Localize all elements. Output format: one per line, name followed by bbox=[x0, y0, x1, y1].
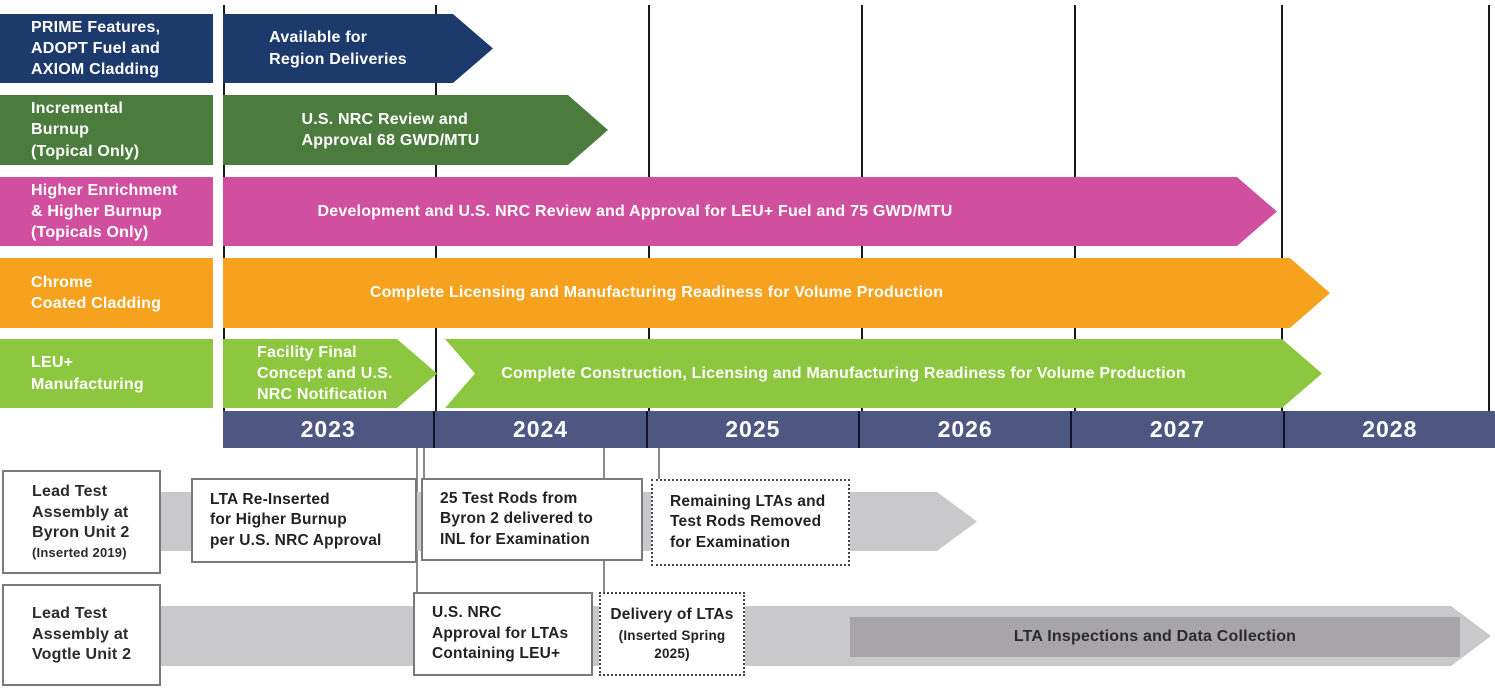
milestone-delivery-of-ltas: Delivery of LTAs (Inserted Spring 2025) bbox=[599, 592, 745, 676]
track-label-byron: Lead Test Assembly at Byron Unit 2 (Inse… bbox=[2, 470, 161, 574]
row-label-incremental-burnup: Incremental Burnup (Topical Only) bbox=[0, 95, 213, 165]
connector-line bbox=[423, 448, 425, 479]
bar-complete-construction-volume-production: Complete Construction, Licensing and Man… bbox=[445, 339, 1322, 408]
row-label-leu-manufacturing: LEU+ Manufacturing bbox=[0, 339, 213, 408]
bar-facility-final-concept: Facility Final Concept and U.S. NRC Noti… bbox=[223, 339, 437, 408]
bar-nrc-review-68gwd: U.S. NRC Review and Approval 68 GWD/MTU bbox=[223, 95, 608, 165]
milestone-25-test-rods: 25 Test Rods from Byron 2 delivered to I… bbox=[421, 478, 643, 561]
row-label-chrome-coated-cladding: Chrome Coated Cladding bbox=[0, 258, 213, 328]
track-label-byron-sub: (Inserted 2019) bbox=[32, 545, 127, 561]
row-label-higher-enrichment-burnup: Higher Enrichment & Higher Burnup (Topic… bbox=[0, 177, 213, 246]
gridline bbox=[1281, 5, 1283, 448]
gridline bbox=[1488, 5, 1490, 448]
bar-development-leu-75gwd: Development and U.S. NRC Review and Appr… bbox=[223, 177, 1277, 246]
year-2024: 2024 bbox=[433, 411, 645, 448]
year-axis: 2023 2024 2025 2026 2027 2028 bbox=[223, 411, 1495, 448]
bar-complete-licensing-volume-production: Complete Licensing and Manufacturing Rea… bbox=[223, 258, 1330, 328]
milestone-remaining-ltas-removed: Remaining LTAs and Test Rods Removed for… bbox=[651, 479, 850, 566]
track-label-byron-text: Lead Test Assembly at Byron Unit 2 bbox=[32, 482, 130, 542]
track-label-vogtle-text: Lead Test Assembly at Vogtle Unit 2 bbox=[32, 604, 132, 664]
bar-lta-inspections-data-collection: LTA Inspections and Data Collection bbox=[850, 617, 1460, 657]
milestone-delivery-of-ltas-text: Delivery of LTAs bbox=[610, 606, 734, 624]
year-2026: 2026 bbox=[857, 411, 1070, 448]
row-label-prime-adopt-axiom: PRIME Features, ADOPT Fuel and AXIOM Cla… bbox=[0, 14, 213, 83]
year-2025: 2025 bbox=[645, 411, 858, 448]
milestone-lta-reinserted: LTA Re-Inserted for Higher Burnup per U.… bbox=[191, 478, 417, 563]
bar-available-region-deliveries: Available for Region Deliveries bbox=[223, 14, 493, 83]
year-2023: 2023 bbox=[300, 416, 356, 442]
track-label-vogtle: Lead Test Assembly at Vogtle Unit 2 bbox=[2, 584, 161, 686]
year-2027: 2027 bbox=[1070, 411, 1282, 448]
connector-line bbox=[658, 448, 660, 480]
milestone-delivery-of-ltas-sub: (Inserted Spring 2025) bbox=[618, 627, 726, 661]
year-2028: 2028 bbox=[1282, 411, 1495, 448]
milestone-nrc-approval-leu-ltas: U.S. NRC Approval for LTAs Containing LE… bbox=[413, 592, 593, 676]
